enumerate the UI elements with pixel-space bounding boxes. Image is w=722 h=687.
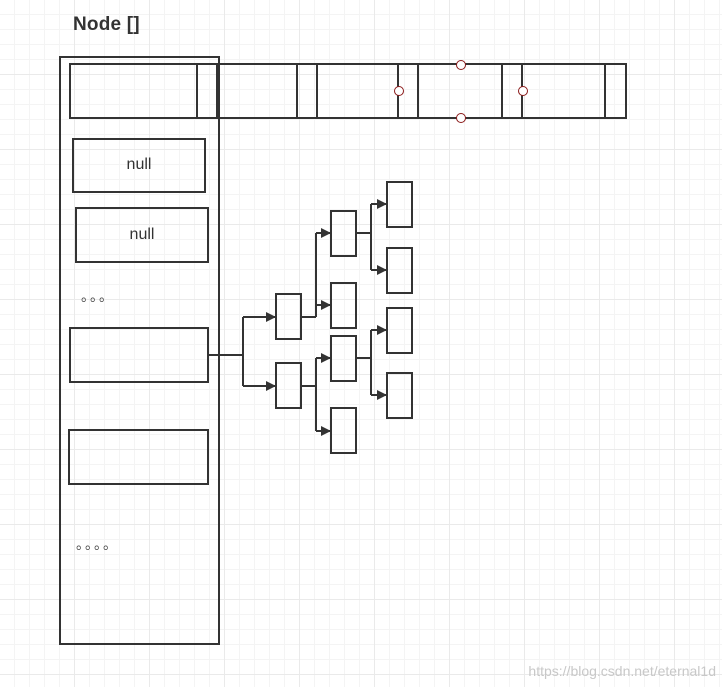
ellipsis-long: 。。。。 [76,536,119,552]
watermark-text: https://blog.csdn.net/eternal1d [528,663,716,679]
selection-handle[interactable] [518,86,528,96]
array-slot-null-1 [72,138,206,193]
selection-handle[interactable] [394,86,404,96]
tree-node [275,362,302,409]
tree-node [330,407,357,454]
tree-node [386,372,413,419]
selection-handle[interactable] [456,113,466,123]
null-slot-label-2: null [129,226,155,243]
ellipsis-short: 。。。 [81,288,115,304]
null-slot-label-1: null [126,156,152,173]
tree-node [275,293,302,340]
tree-node [386,247,413,294]
list-separator-2 [296,63,318,119]
tree-node [386,307,413,354]
tree-node [386,181,413,228]
selection-handle[interactable] [456,60,466,70]
list-row-frame [69,63,627,119]
tree-node [330,335,357,382]
tree-node [330,210,357,257]
tree-node [330,282,357,329]
list-separator-1 [196,63,218,119]
array-slot-tree [69,327,209,383]
list-separator-5 [604,63,627,119]
array-slot-null-2 [75,207,209,263]
array-slot-empty [68,429,209,485]
node-array-title: Node [] [73,14,140,35]
array-container [59,56,220,645]
